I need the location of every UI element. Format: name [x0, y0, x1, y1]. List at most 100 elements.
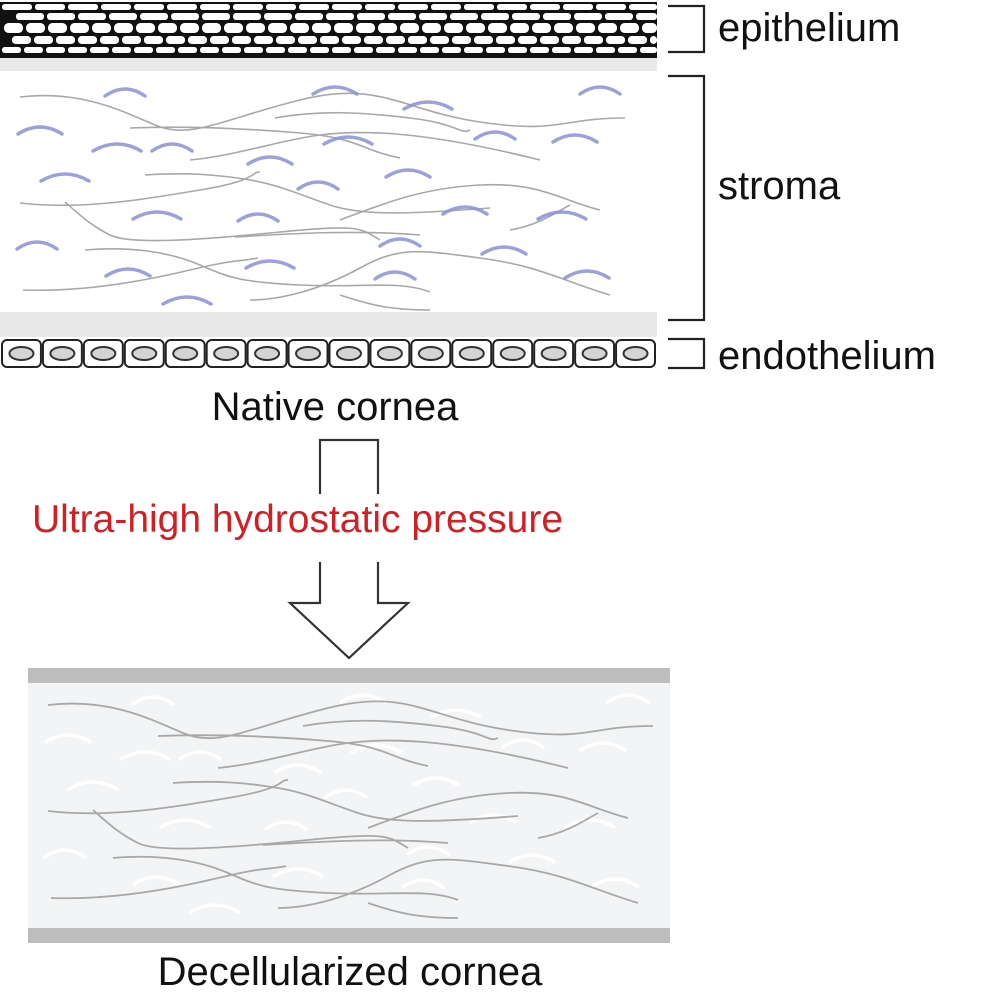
- epithelial-cell: [606, 36, 625, 44]
- cell-ghost: [579, 741, 627, 752]
- epithelial-cell: [232, 36, 251, 44]
- endothelial-nucleus: [254, 346, 281, 361]
- caption-decellularized-cornea: Decellularized cornea: [157, 950, 543, 994]
- epithelial-cell: [419, 13, 447, 20]
- epithelial-cell: [16, 13, 44, 20]
- cell-ghost: [412, 776, 460, 787]
- epithelial-cell: [518, 36, 537, 44]
- epithelial-cell: [78, 13, 106, 20]
- epithelial-cell: [233, 13, 261, 20]
- epithelial-cell: [365, 4, 395, 10]
- epithelial-cell: [596, 47, 615, 53]
- epithelial-cell: [605, 13, 633, 20]
- epithelial-cell: [222, 47, 241, 53]
- endothelial-nucleus: [90, 346, 117, 361]
- epithelium-layer: [0, 2, 657, 58]
- descemet-membrane: [0, 312, 657, 337]
- epithelial-cell: [310, 47, 329, 53]
- keratocyte: [378, 237, 422, 248]
- epithelial-cell: [552, 47, 571, 53]
- epithelial-cell: [78, 36, 97, 44]
- stroma-bracket: [668, 74, 706, 322]
- endothelial-nucleus: [131, 346, 158, 361]
- cell-ghost: [591, 877, 639, 888]
- collagen-fibers-decellularized: [47, 700, 654, 919]
- epithelial-cell: [376, 47, 395, 53]
- collagen-fiber: [339, 183, 601, 221]
- endothelial-nucleus: [417, 346, 444, 361]
- decellularized-tissue: [28, 668, 670, 943]
- epithelial-cell: [576, 23, 595, 33]
- cell-ghost: [508, 853, 556, 864]
- epithelial-cell: [497, 4, 527, 10]
- endothelial-nucleus: [213, 346, 240, 361]
- epithelial-cell: [452, 36, 471, 44]
- cell-ghost: [272, 867, 324, 878]
- epithelial-cell: [496, 36, 515, 44]
- collagen-fiber: [92, 809, 409, 850]
- decellularized-stroma: [28, 683, 670, 928]
- cell-ghost: [131, 695, 175, 706]
- cell-ghost: [67, 780, 119, 791]
- keratocyte: [578, 85, 622, 96]
- epithelial-cell: [48, 23, 67, 33]
- epithelial-cell: [109, 13, 137, 20]
- cell-ghost: [274, 763, 322, 774]
- epithelial-cell: [276, 36, 295, 44]
- epithelial-cell: [233, 4, 263, 10]
- cell-ghost: [44, 733, 92, 744]
- endothelial-nucleus: [499, 346, 526, 361]
- cell-ghost: [469, 813, 517, 824]
- epithelial-cell: [354, 47, 373, 53]
- epithelial-cell: [24, 47, 43, 53]
- arrow-down-icon: [287, 562, 411, 660]
- cell-ghost: [406, 845, 450, 856]
- epithelial-cell: [180, 23, 199, 33]
- epithelium-cells: [2, 4, 657, 53]
- cell-ghost: [401, 878, 445, 889]
- epithelial-cell: [288, 47, 307, 53]
- keratocyte: [473, 130, 517, 141]
- epithelial-cell: [481, 13, 509, 20]
- keratocyte: [246, 155, 294, 166]
- label-endothelium: endothelium: [718, 334, 936, 378]
- epithelial-cell: [188, 36, 207, 44]
- collagen-fiber: [217, 739, 569, 769]
- keratocyte: [103, 87, 147, 98]
- keratocyte: [384, 168, 432, 179]
- endothelial-nucleus: [622, 346, 649, 361]
- epithelial-cell: [420, 47, 439, 53]
- epithelial-cell: [171, 13, 199, 20]
- epithelial-cell: [474, 36, 493, 44]
- epithelial-cell: [166, 36, 185, 44]
- collagen-fiber: [22, 257, 259, 292]
- keratocyte: [91, 142, 143, 153]
- epithelial-cell: [618, 47, 637, 53]
- epithelial-cell: [364, 36, 383, 44]
- collagen-fibers: [19, 92, 626, 311]
- epithelial-cell: [56, 36, 75, 44]
- label-stroma: stroma: [718, 164, 841, 208]
- cell-ghosts: [43, 693, 650, 914]
- epithelial-cell: [167, 4, 197, 10]
- top-membrane: [28, 668, 670, 683]
- collagen-fiber: [339, 294, 431, 311]
- label-epithelium: epithelium: [718, 6, 901, 50]
- keratocyte: [311, 85, 359, 96]
- cell-ghost: [501, 738, 545, 749]
- epithelial-cell: [4, 23, 23, 33]
- epithelial-cell: [295, 13, 323, 20]
- epithelial-cell: [450, 13, 478, 20]
- cell-ghost: [132, 875, 180, 886]
- endothelial-nucleus: [458, 346, 485, 361]
- epithelial-cell: [574, 47, 593, 53]
- keratocytes: [15, 85, 622, 306]
- epithelium-bracket: [668, 4, 706, 54]
- collagen-fiber: [302, 719, 499, 741]
- endothelial-nucleus: [49, 346, 76, 361]
- endothelium-layer: [1, 339, 656, 368]
- epithelial-cell: [46, 47, 65, 53]
- epithelial-cell: [200, 47, 219, 53]
- collagen-fiber: [47, 779, 289, 815]
